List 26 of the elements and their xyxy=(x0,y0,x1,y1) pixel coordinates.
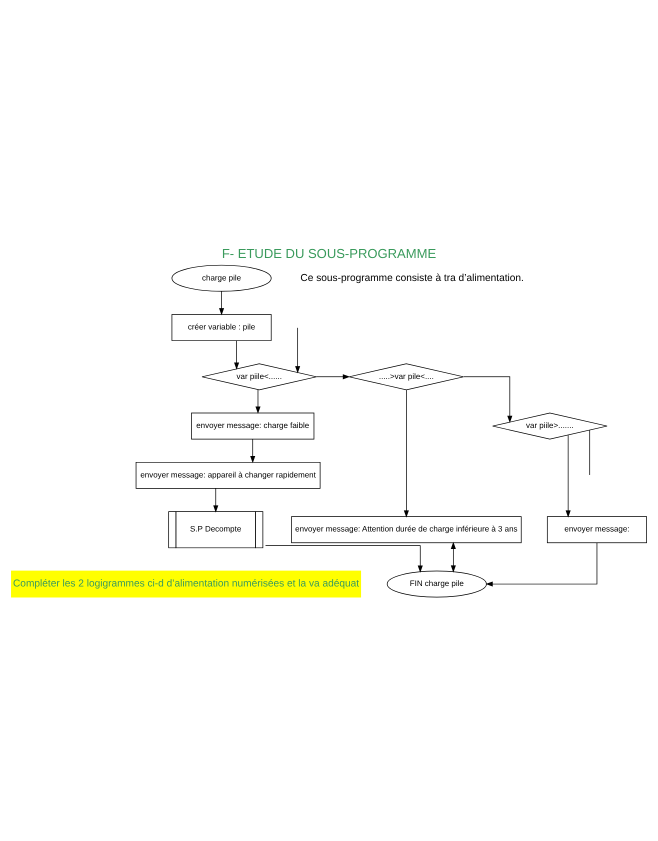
arrow xyxy=(250,438,256,463)
arrow xyxy=(255,388,261,414)
node-diamond: var piile>....... xyxy=(492,412,608,439)
arrow xyxy=(450,541,456,572)
arrow xyxy=(219,290,224,315)
node-box: envoyer message: appareil à changer rapidement xyxy=(136,461,320,488)
arrow xyxy=(234,340,240,370)
label: Compléter les 2 logigrammes ci-d d’alimentation numérisées et la va adéquat xyxy=(13,578,360,590)
arrow xyxy=(463,376,512,422)
arrow xyxy=(404,389,409,518)
arrow xyxy=(295,326,300,373)
node-diamond: .....>var pile<.... xyxy=(348,362,464,390)
node-box: envoyer message: Attention durée de charge inférieure à 3 ans xyxy=(291,516,522,543)
node-box: envoyer message: charge faible xyxy=(191,412,314,439)
arrow xyxy=(316,374,350,379)
label: Ce sous-programme consiste à tra d’alimentation. xyxy=(300,272,524,284)
arrow xyxy=(566,434,571,518)
arrow xyxy=(486,542,598,586)
diagram-title: F- ETUDE DU SOUS-PROGRAMME xyxy=(222,246,436,261)
node-box: créer variable : pile xyxy=(172,314,272,340)
arrow xyxy=(265,544,423,572)
node-ellipse: FIN charge pile xyxy=(386,570,487,597)
node-ellipse: charge pile xyxy=(172,264,272,292)
connector xyxy=(589,429,590,475)
node-box: envoyer message: xyxy=(546,516,647,543)
arrow xyxy=(213,488,218,512)
